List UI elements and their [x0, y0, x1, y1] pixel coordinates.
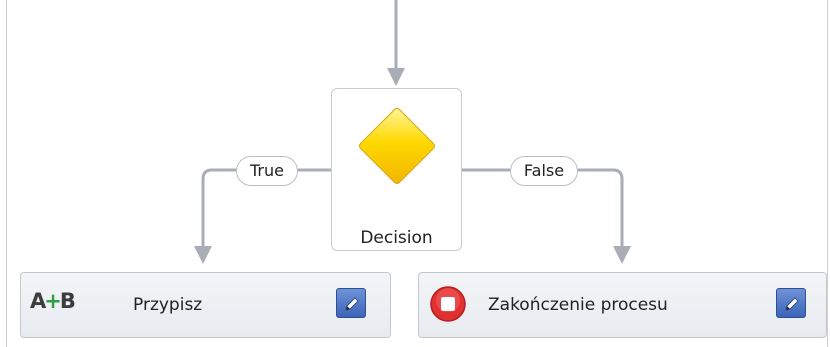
decision-label: Decision — [360, 228, 433, 248]
end-process-label: Zakończenie procesu — [488, 295, 668, 315]
false-connector — [462, 168, 624, 246]
assign-edit-button[interactable] — [336, 288, 366, 318]
assign-activity-label: Przypisz — [133, 295, 203, 315]
end-process-activity[interactable] — [418, 272, 827, 338]
false-branch-label[interactable]: False — [510, 156, 578, 186]
end-process-edit-button[interactable] — [776, 288, 806, 318]
pencil-icon — [345, 297, 359, 311]
pencil-icon — [785, 297, 799, 311]
stop-icon — [430, 286, 466, 322]
true-connector — [201, 168, 331, 246]
assign-icon-a: A — [30, 289, 46, 313]
true-branch-label[interactable]: True — [236, 156, 298, 186]
incoming-arrowhead — [387, 68, 405, 86]
assign-activity[interactable] — [20, 272, 391, 338]
false-arrowhead — [613, 246, 631, 264]
true-arrowhead — [194, 246, 212, 264]
assign-icon-b: B — [59, 289, 76, 313]
assign-icon-plus: + — [44, 289, 62, 313]
canvas-border-left — [6, 0, 7, 347]
canvas-border-right — [827, 0, 828, 347]
assign-icon: A+B — [30, 289, 76, 313]
